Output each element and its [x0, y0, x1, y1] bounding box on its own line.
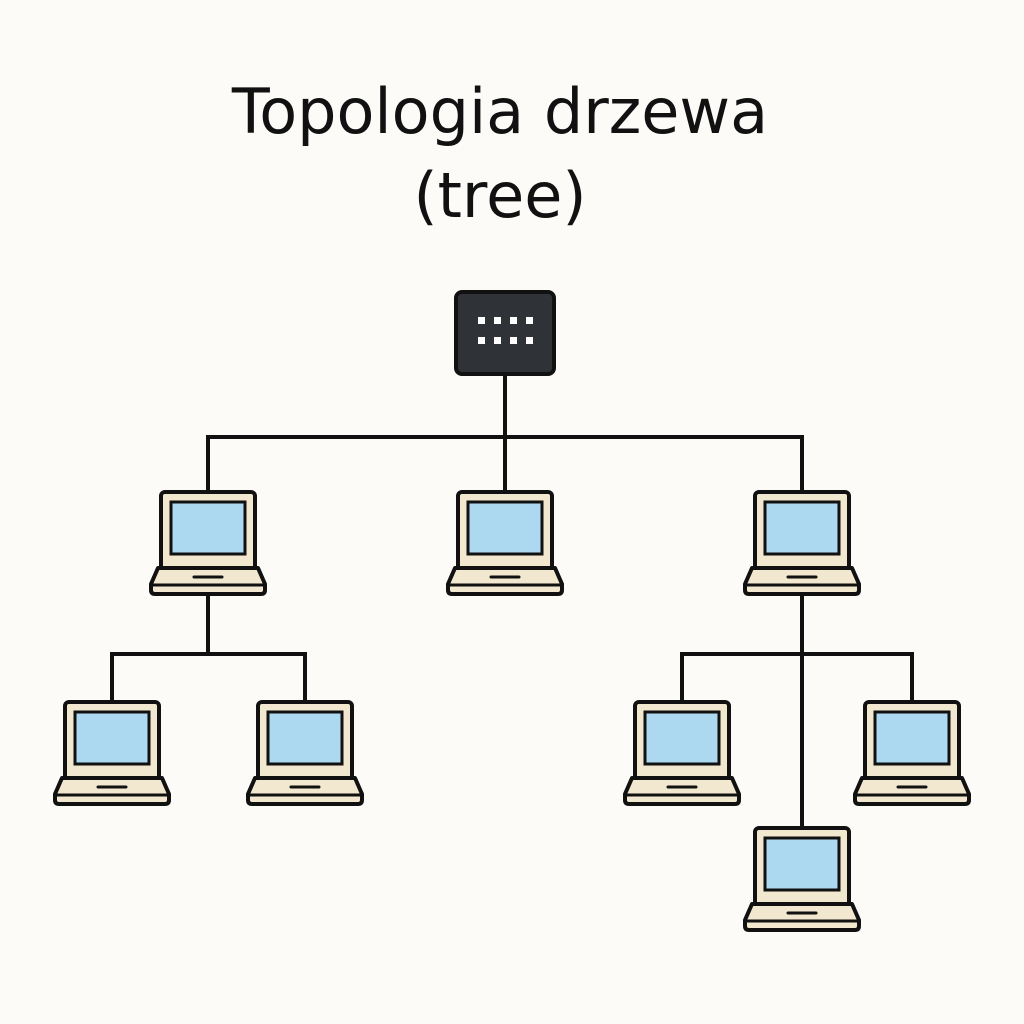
laptop-screen — [763, 836, 841, 892]
laptop-base — [623, 776, 741, 806]
laptop-icon — [743, 826, 861, 932]
title-line-2: (tree) — [413, 159, 587, 232]
laptop-base — [246, 776, 364, 806]
laptop-icon — [446, 490, 564, 596]
laptop-icon — [743, 490, 861, 596]
switch-port-light — [478, 317, 485, 324]
switch-port-light — [510, 337, 517, 344]
switch-port-light — [510, 317, 517, 324]
laptop-screen — [873, 710, 951, 766]
laptop-base — [743, 902, 861, 932]
laptop-base — [853, 776, 971, 806]
diagram-title: Topologia drzewa (tree) — [0, 70, 1000, 238]
laptop-icon — [149, 490, 267, 596]
connection-lines — [110, 372, 914, 830]
laptop-screen — [643, 710, 721, 766]
laptop-screen — [73, 710, 151, 766]
network-switch-icon — [454, 290, 556, 376]
laptop-screen — [466, 500, 544, 556]
laptop-screen — [169, 500, 247, 556]
switch-port-light — [526, 317, 533, 324]
laptop-icon — [53, 700, 171, 806]
laptop-base — [53, 776, 171, 806]
laptop-base — [149, 566, 267, 596]
laptop-base — [446, 566, 564, 596]
switch-port-light — [478, 337, 485, 344]
title-line-1: Topologia drzewa — [231, 75, 769, 148]
switch-port-light — [494, 317, 501, 324]
network-nodes — [53, 290, 971, 932]
switch-body — [454, 290, 556, 376]
switch-port-light — [526, 337, 533, 344]
laptop-screen — [763, 500, 841, 556]
switch-port-light — [494, 337, 501, 344]
laptop-icon — [623, 700, 741, 806]
laptop-icon — [246, 700, 364, 806]
laptop-base — [743, 566, 861, 596]
laptop-screen — [266, 710, 344, 766]
laptop-icon — [853, 700, 971, 806]
